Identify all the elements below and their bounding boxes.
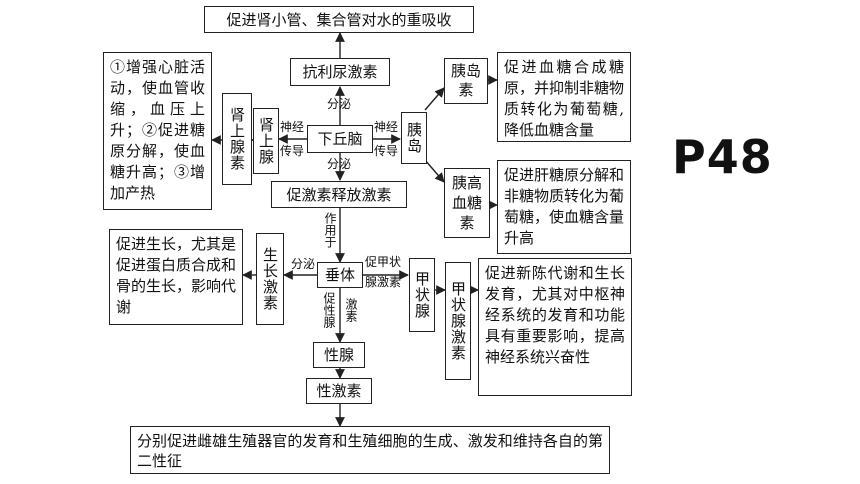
glucagon-box: 胰高血糖素 (444, 168, 490, 238)
pancreas-box: 胰岛 (401, 112, 427, 164)
promote-thyroid-label-1: 促甲状 (365, 255, 402, 269)
growth-hormone-effect-box: 促进生长，尤其是促进蛋白质合成和骨的生长，影响代谢 (109, 229, 243, 325)
growth-hormone-label: 生长激素 (261, 247, 279, 311)
adrenal-gland-box: 肾上腺 (253, 108, 279, 174)
adrenaline-box: 肾上腺素 (222, 93, 252, 185)
secrete-label-growth: 分泌 (291, 257, 316, 271)
secrete-label-trh: 分泌 (327, 157, 352, 171)
conduct-label-left: 传导 (280, 144, 305, 158)
insulin-label: 胰岛素 (450, 62, 481, 99)
glucagon-label: 胰高血糖素 (451, 174, 482, 232)
sex-hormone-effect-box: 分别促进雌雄生殖器官的发育和生殖细胞的生成、激发和维持各自的第二性征 (130, 426, 610, 474)
promote-thyroid-label-2: 腺激素 (365, 275, 402, 289)
glucagon-effect-box: 促进肝糖原分解和非糖物质转化为葡萄糖，使血糖含量升高 (497, 160, 631, 254)
growth-hormone-box: 生长激素 (256, 233, 284, 325)
adrenaline-effect-box: ①增强心脏活动，使血管收缩，血压上升；②促进糖原分解，使血糖升高；③增加产热 (103, 52, 212, 210)
secrete-label-adh: 分泌 (327, 97, 352, 111)
adh-box: 抗利尿激素 (290, 58, 390, 86)
thyroid-label: 甲状腺 (413, 271, 431, 319)
neural-label-right: 神经 (374, 120, 399, 134)
thyroid-box: 甲状腺 (409, 258, 435, 332)
sex-hormone-box: 性激素 (306, 378, 372, 404)
adrenaline-label: 肾上腺素 (228, 107, 246, 171)
thyroid-hormone-label: 甲状腺激素 (449, 281, 467, 361)
thyroid-hormone-box: 甲状腺激素 (445, 262, 471, 380)
hypothalamus-box: 下丘脑 (307, 125, 373, 153)
thyroid-hormone-effect-box: 促进新陈代谢和生长发育，尤其对中枢神经系统的发育和功能具有重要影响，提高神经系统… (478, 258, 632, 396)
acts-on-label: 作用于 (323, 212, 337, 248)
insulin-effect-box: 促进血糖合成糖原，并抑制非糖物质转化为葡萄糖,降低血糖含量 (497, 52, 631, 142)
promote-gonad-label: 促性腺 (322, 292, 336, 328)
gonad-hormone-label: 激素 (344, 298, 358, 322)
page-label: P48 (672, 130, 773, 184)
adrenal-gland-label: 肾上腺 (257, 117, 275, 165)
pituitary-box: 垂体 (317, 262, 363, 288)
neural-label-left: 神经 (280, 120, 305, 134)
pancreas-label: 胰岛 (405, 122, 423, 154)
insulin-box: 胰岛素 (444, 58, 488, 104)
water-reabsorption-box: 促进肾小管、集合管对水的重吸收 (204, 6, 474, 33)
gonad-box: 性腺 (313, 342, 365, 368)
conduct-label-right: 传导 (374, 144, 399, 158)
releasing-hormone-box: 促激素释放激素 (271, 181, 407, 208)
